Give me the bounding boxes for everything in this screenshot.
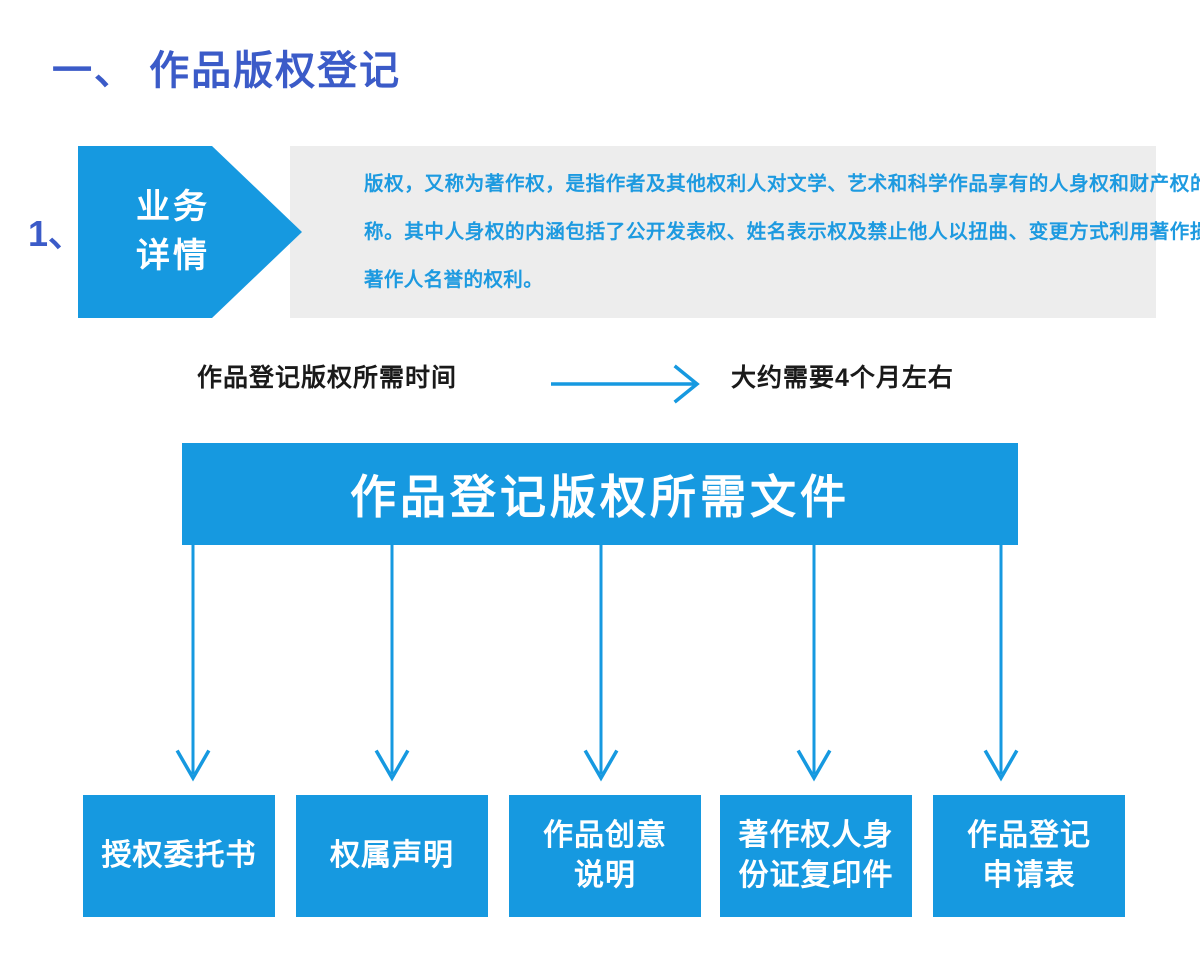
connector-arrows-group [175, 545, 1019, 782]
processing-time-row: 作品登记版权所需时间 大约需要4个月左右 [0, 358, 1200, 408]
document-box-label-line2: 申请表 [982, 859, 1076, 892]
document-box-id-copy[interactable]: 著作权人身 份证复印件 [720, 795, 912, 917]
required-documents-list: 授权委托书 权属声明 作品创意 说明 著作权人身 份证复印件 作品登记 申请表 [0, 795, 1200, 917]
document-box-authorization-letter[interactable]: 授权委托书 [83, 795, 275, 917]
right-arrow-icon [551, 364, 700, 404]
down-arrow-icon [175, 545, 211, 782]
item-number-marker: 1、 [28, 213, 85, 254]
document-box-label-line1: 作品登记 [967, 818, 1091, 852]
down-arrow-icon [796, 545, 832, 782]
document-box-label: 授权委托书 [101, 838, 257, 872]
document-box-label-line2: 份证复印件 [738, 859, 894, 892]
down-arrow-icon [583, 545, 619, 782]
document-box-creative-description[interactable]: 作品创意 说明 [509, 795, 701, 917]
processing-time-question: 作品登记版权所需时间 [197, 364, 458, 392]
detail-panel-background [290, 146, 1156, 318]
down-arrow-icon [374, 545, 410, 782]
document-box-label: 作品创意 说明 [543, 816, 667, 897]
document-box-label: 著作权人身 份证复印件 [739, 816, 894, 897]
document-box-label: 权属声明 [330, 838, 454, 872]
page-title: 一、 作品版权登记 [52, 49, 402, 93]
required-documents-banner: 作品登记版权所需文件 [182, 443, 1018, 545]
document-box-ownership-statement[interactable]: 权属声明 [296, 795, 488, 917]
document-box-label-line1: 作品创意 [543, 818, 667, 852]
down-arrow-icon [983, 545, 1019, 782]
business-detail-panel: 业务 详情 版权，又称为著作权，是指作者及其他权利人对文学、艺术和科学作品享有的… [78, 146, 1200, 318]
document-box-label: 作品登记 申请表 [967, 816, 1091, 897]
business-detail-label-line2: 详情 [136, 237, 210, 275]
business-detail-body-text: 版权，又称为著作权，是指作者及其他权利人对文学、艺术和科学作品享有的人身权和财产… [364, 173, 1200, 291]
document-box-registration-form[interactable]: 作品登记 申请表 [933, 795, 1125, 917]
processing-time-answer: 大约需要4个月左右 [731, 364, 954, 392]
business-detail-label: 业务 详情 [78, 146, 268, 318]
document-box-label-line1: 著作权人身 [738, 818, 894, 852]
chevron-right-icon [78, 146, 302, 318]
business-detail-label-line1: 业务 [136, 187, 210, 226]
document-box-label-line2: 说明 [574, 859, 636, 892]
